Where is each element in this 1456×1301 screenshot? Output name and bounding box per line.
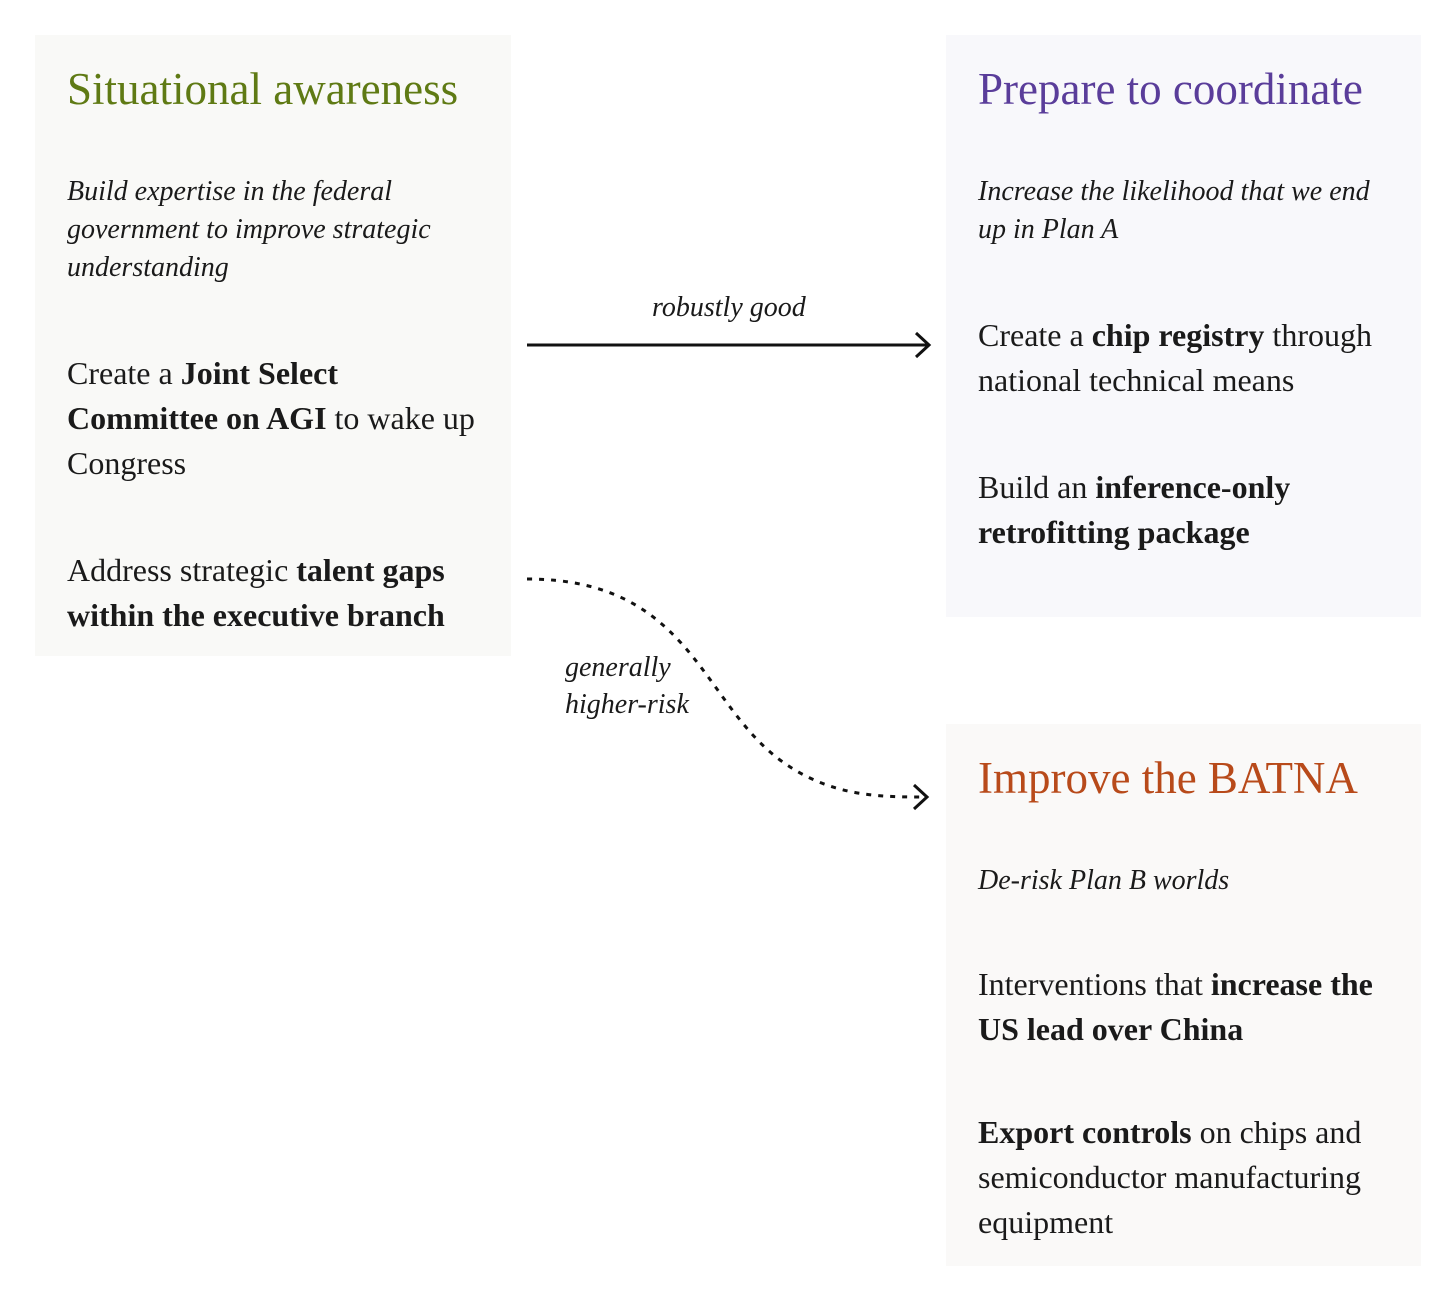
improve-batna-title: Improve the BATNA xyxy=(978,753,1358,803)
prepare-to-coordinate-subtitle: Increase the likelihood that we end up i… xyxy=(978,175,1370,245)
situational-item-talent-gaps: Address strategic talent gaps within the… xyxy=(67,551,445,633)
improve-batna-box: Improve the BATNA De-risk Plan B worlds … xyxy=(946,724,1421,1266)
dotted-arrow-label-line2: higher-risk xyxy=(565,689,689,720)
improve-batna-subtitle: De-risk Plan B worlds xyxy=(978,864,1230,896)
situational-awareness-box: Situational awareness Build expertise in… xyxy=(35,35,511,656)
situational-awareness-title: Situational awareness xyxy=(67,64,459,114)
dotted-arrow-label-line1: generally xyxy=(565,652,671,683)
situational-awareness-subtitle: Build expertise in the federal governmen… xyxy=(67,175,431,283)
solid-arrow-head xyxy=(914,331,932,359)
batna-item-us-lead: Interventions that increase the US lead … xyxy=(978,965,1373,1047)
dotted-arrow-head xyxy=(912,783,930,811)
solid-arrow xyxy=(527,331,932,359)
prepare-to-coordinate-box: Prepare to coordinate Increase the likel… xyxy=(946,35,1421,617)
situational-item-joint-committee: Create a Joint Select Committee on AGI t… xyxy=(67,354,475,481)
batna-item-export-controls: Export controls on chips and semiconduct… xyxy=(978,1113,1362,1240)
prepare-to-coordinate-title: Prepare to coordinate xyxy=(978,64,1363,114)
solid-arrow-label: robustly good xyxy=(652,292,806,323)
prepare-item-inference-retrofit: Build an inference-only retrofitting pac… xyxy=(978,468,1291,550)
prepare-item-chip-registry: Create a chip registry through national … xyxy=(978,316,1372,398)
